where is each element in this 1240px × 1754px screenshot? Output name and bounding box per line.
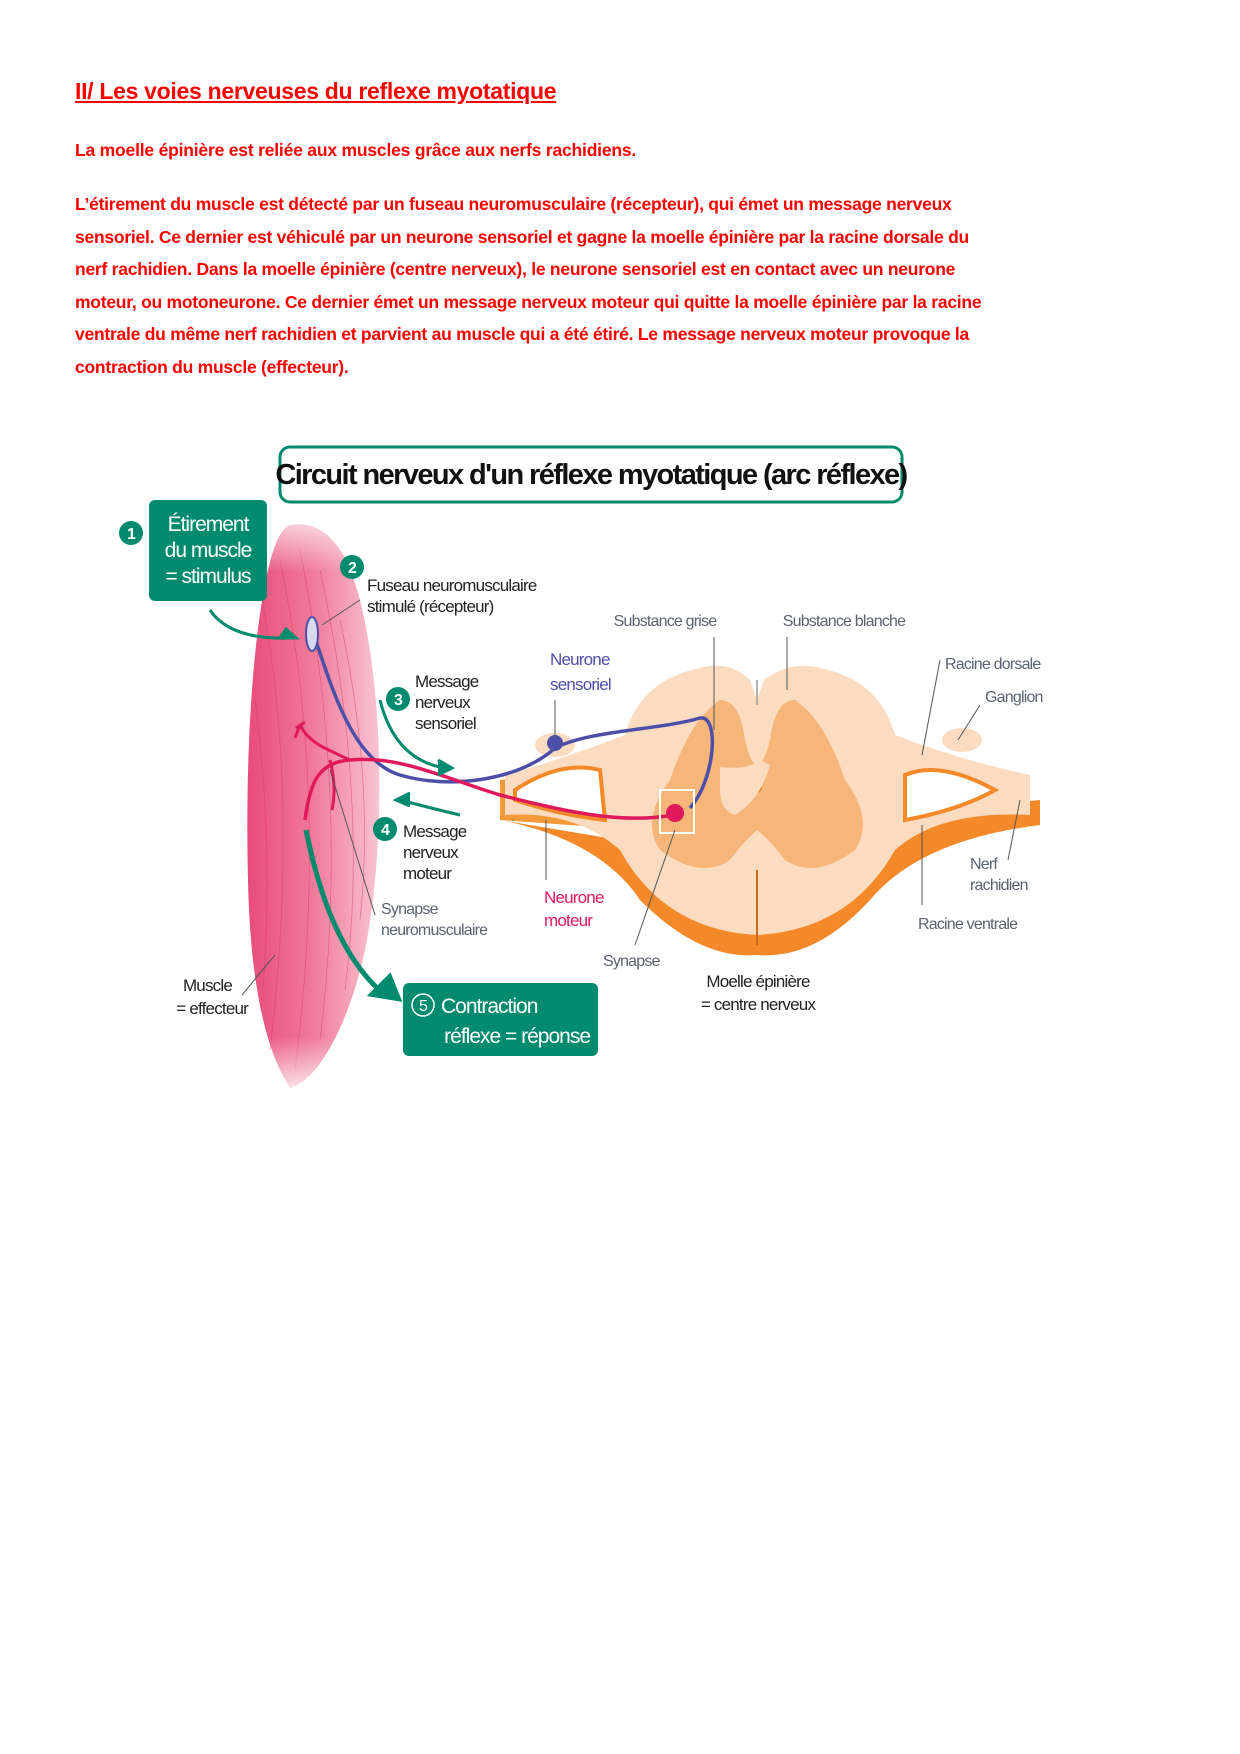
svg-text:2: 2 [348, 560, 357, 577]
svg-text:= effecteur: = effecteur [176, 999, 249, 1018]
svg-text:= stimulus: = stimulus [165, 565, 251, 588]
diagram-title: Circuit nerveux d'un réflexe myotatique … [275, 459, 907, 491]
paragraph-line: ventrale du même nerf rachidien et parvi… [75, 324, 970, 345]
label-neurone-moteur: Neurone [544, 888, 604, 907]
intro-sentence: La moelle épinière est reliée aux muscle… [75, 140, 637, 160]
svg-text:sensoriel: sensoriel [550, 675, 611, 694]
svg-text:nerveux: nerveux [415, 693, 471, 712]
label-ganglion: Ganglion [985, 689, 1043, 706]
svg-text:stimulé (récepteur): stimulé (récepteur) [367, 597, 494, 616]
label-moelle-epiniere: Moelle épinière [706, 972, 810, 991]
motor-neuron-cell-body [666, 804, 684, 822]
svg-text:Fuseau neuromusculaire: Fuseau neuromusculaire [367, 576, 537, 595]
svg-text:sensoriel: sensoriel [415, 714, 476, 733]
step-2-receptor: 2 Fuseau neuromusculaire stimulé (récept… [340, 555, 538, 616]
paragraph-line: nerf rachidien. Dans la moelle épinière … [75, 259, 956, 280]
label-substance-blanche: Substance blanche [783, 613, 906, 630]
step-3-sensory-message: 3 Message nerveux sensoriel [386, 672, 480, 733]
step-1-stimulus: 1 Étirement du muscle = stimulus [119, 500, 267, 601]
sensory-neuron [305, 616, 715, 810]
svg-text:rachidien: rachidien [970, 877, 1028, 894]
paragraph-line: L’étirement du muscle est détecté par un… [75, 194, 952, 214]
label-racine-ventrale: Racine ventrale [918, 916, 1018, 933]
neuromuscular-spindle [305, 616, 319, 652]
svg-text:1: 1 [127, 526, 136, 543]
svg-text:Message: Message [403, 822, 467, 841]
sensory-neuron-cell-body [547, 735, 563, 751]
diagram-labels: Substance grise Substance blanche Neuron… [176, 613, 1043, 1018]
svg-text:5: 5 [419, 998, 428, 1015]
svg-text:moteur: moteur [403, 864, 452, 883]
svg-text:du muscle: du muscle [165, 539, 252, 562]
svg-text:neuromusculaire: neuromusculaire [381, 922, 488, 939]
svg-text:Contraction: Contraction [441, 995, 538, 1018]
label-neurone-sensoriel: Neurone [550, 650, 610, 669]
spinal-cord-illustration [500, 665, 1040, 956]
motor-neuron [293, 720, 695, 834]
synapse-highlight [659, 789, 695, 834]
response-arrow [303, 829, 387, 997]
step-4-motor-message: 4 Message nerveux moteur [373, 817, 468, 883]
svg-text:moteur: moteur [544, 911, 593, 930]
explanation-paragraph: L’étirement du muscle est détecté par un… [75, 191, 982, 387]
label-racine-dorsale: Racine dorsale [945, 656, 1041, 673]
label-muscle: Muscle [183, 976, 232, 995]
svg-text:= centre nerveux: = centre nerveux [701, 995, 817, 1014]
svg-text:nerveux: nerveux [403, 843, 459, 862]
svg-text:4: 4 [381, 822, 390, 839]
message-arrows [208, 609, 461, 1002]
paragraph-line: moteur, ou motoneurone. Ce dernier émet … [75, 291, 982, 312]
paragraph-line: contraction du muscle (effecteur). [75, 356, 349, 377]
paragraph-line: sensoriel. Ce dernier est véhiculé par u… [75, 226, 969, 247]
label-nerf-rachidien: Nerf [970, 856, 998, 873]
label-synapse-neuromusculaire: Synapse [381, 901, 439, 918]
muscle-illustration [240, 515, 390, 1095]
step-5-response: 5 Contraction réflexe = réponse [403, 983, 598, 1056]
diagram-title-box: Circuit nerveux d'un réflexe myotatique … [275, 445, 909, 504]
label-synapse: Synapse [603, 953, 661, 970]
svg-text:Message: Message [415, 672, 479, 691]
sensory-message-arrow [378, 699, 446, 770]
svg-text:réflexe = réponse: réflexe = réponse [444, 1025, 590, 1048]
leader-lines [241, 599, 1021, 996]
label-substance-grise: Substance grise [614, 613, 718, 630]
section-heading: II/ Les voies nerveuses du reflexe myota… [75, 78, 557, 104]
svg-text:Étirement: Étirement [168, 513, 250, 536]
svg-text:3: 3 [394, 692, 403, 709]
